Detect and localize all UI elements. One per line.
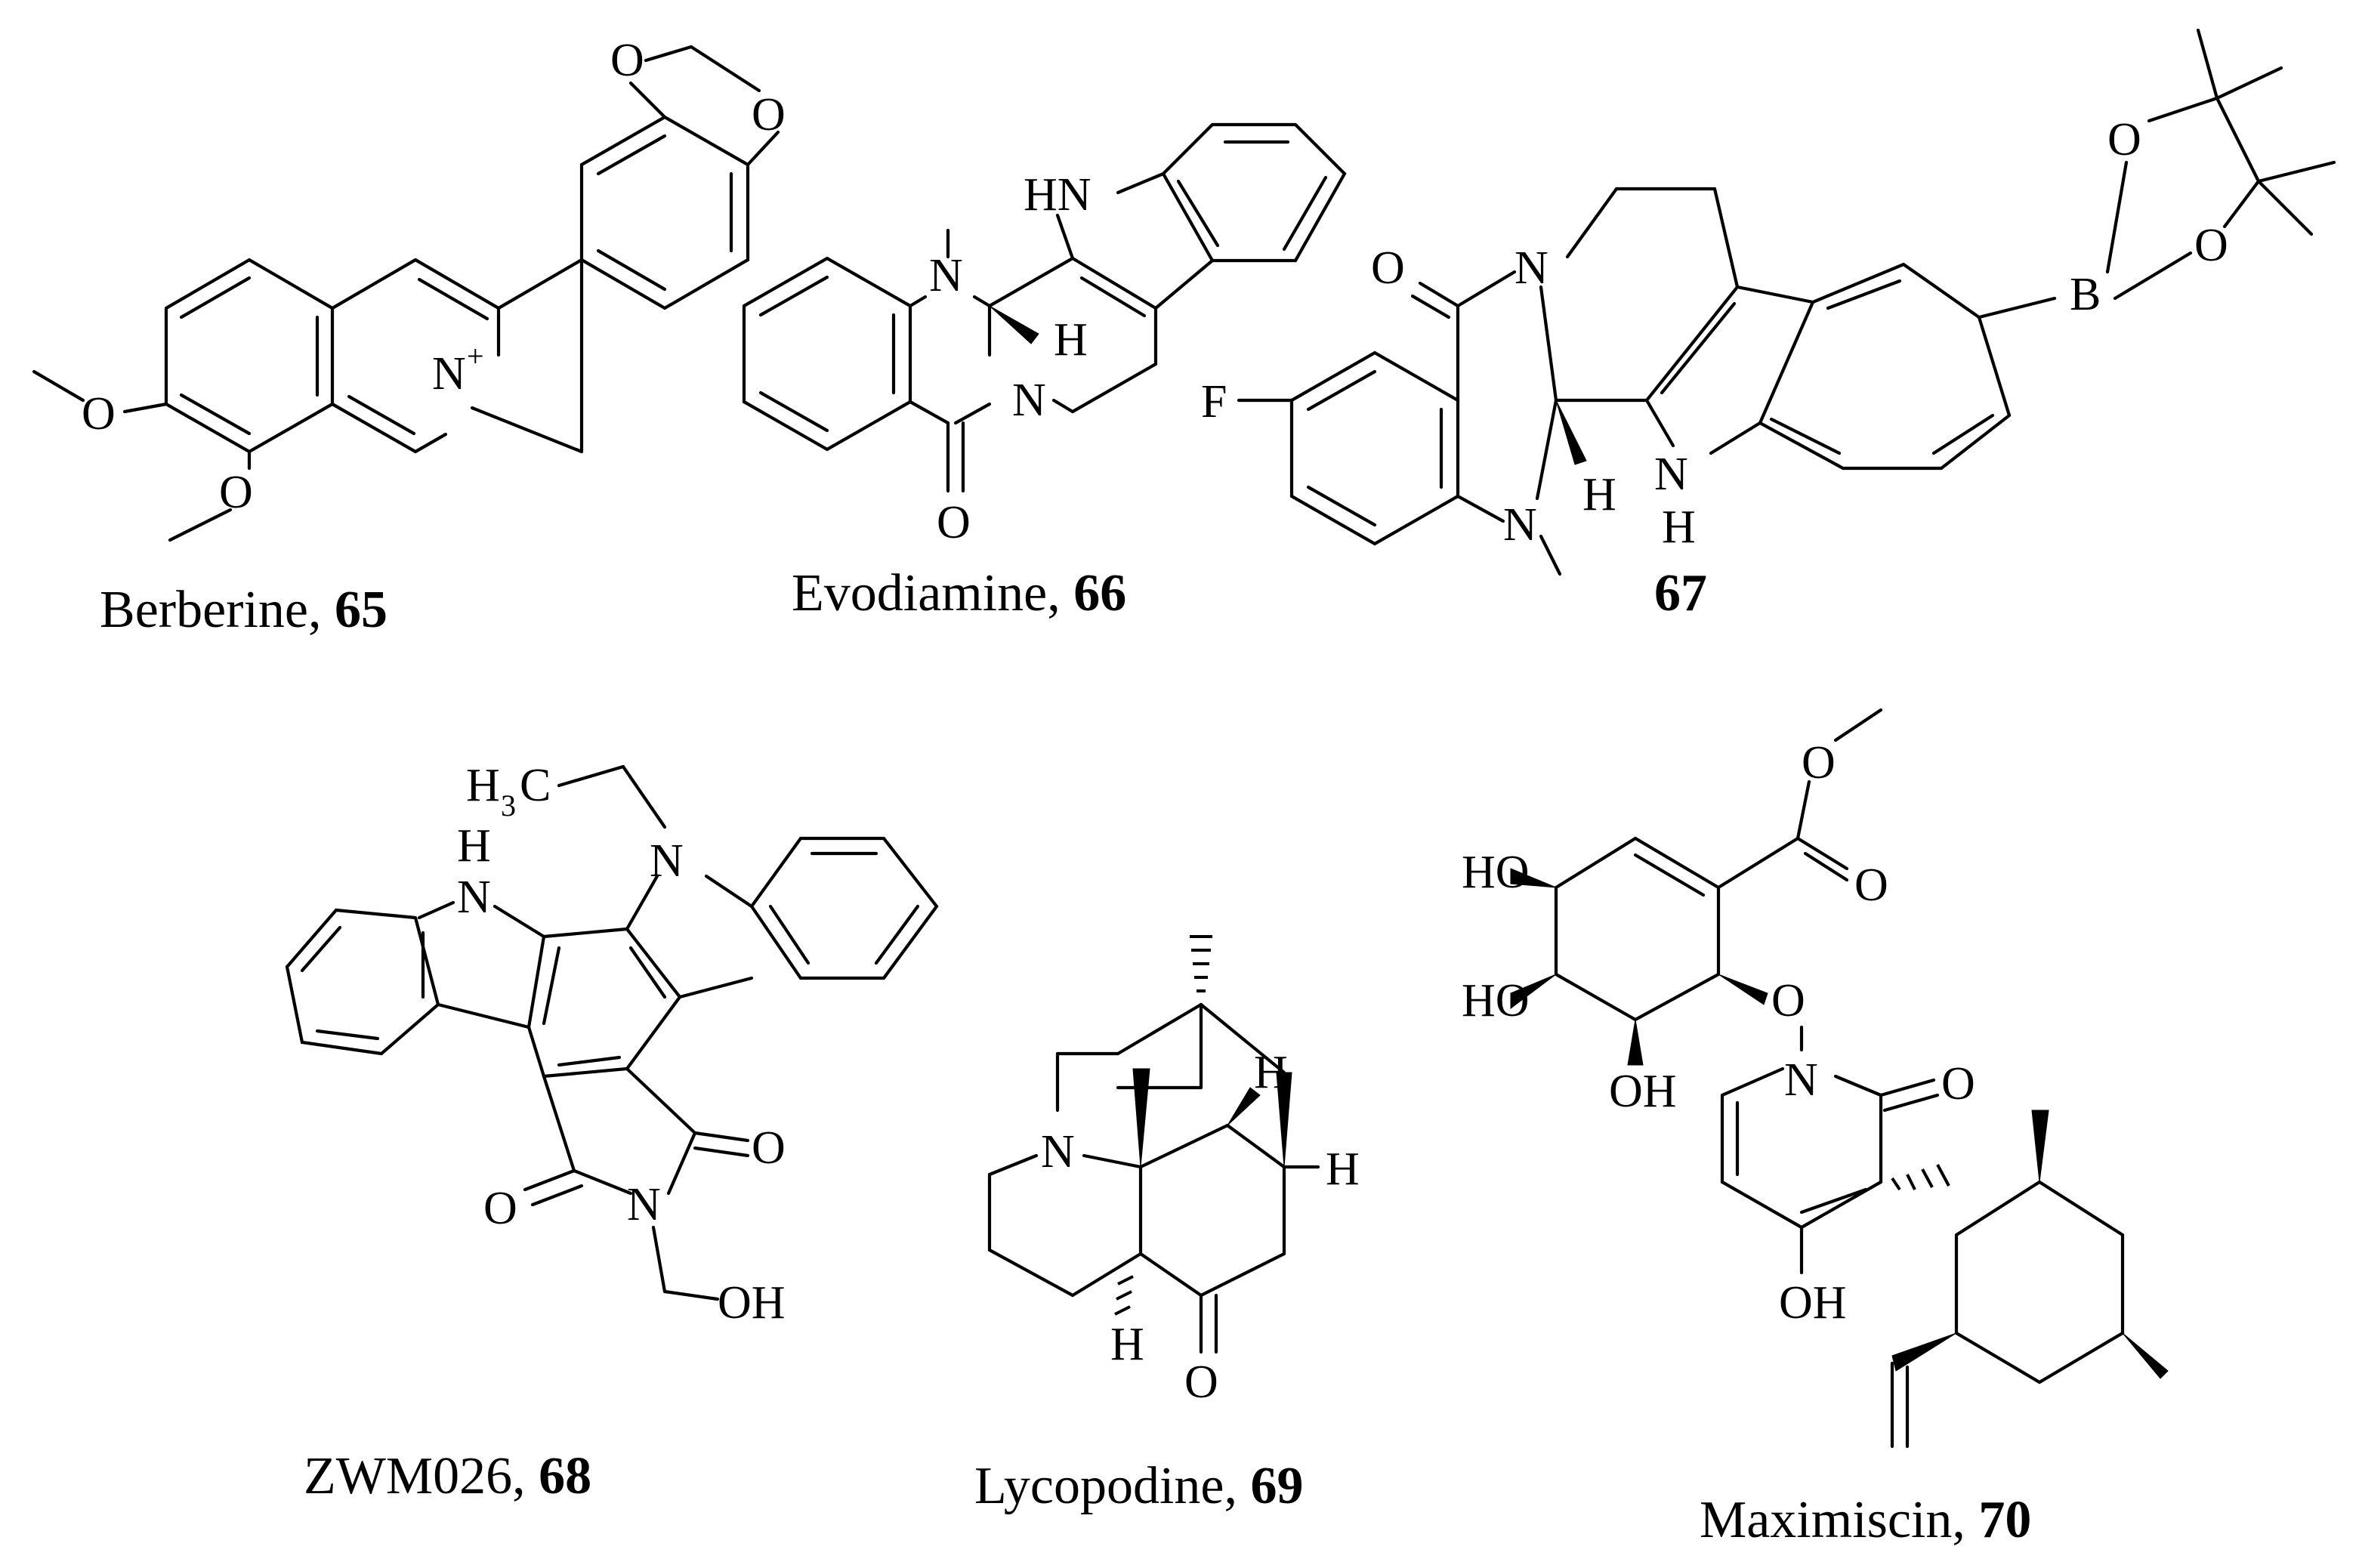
subscript-3: 3 [501, 789, 516, 823]
compound-number: 66 [1073, 564, 1126, 622]
zwm026-structure: H 3 C N H N O N [285, 760, 939, 1329]
atom-n: N [627, 1179, 661, 1230]
caption-berberine: Berberine, 65 [100, 581, 388, 639]
compound-name: Lycopodine, [974, 1457, 1250, 1515]
atom-o: O [483, 1183, 517, 1234]
atom-o: O [752, 89, 786, 140]
svg-text:Maximiscin, 70: Maximiscin, 70 [1700, 1491, 2031, 1549]
svg-text:Berberine, 65: Berberine, 65 [100, 581, 388, 639]
compound-name: Maximiscin, [1700, 1491, 1978, 1549]
atom-o: O [752, 1122, 786, 1174]
atom-o: O [937, 497, 971, 548]
compound-number: 65 [335, 581, 388, 639]
atom-o: O [1184, 1357, 1218, 1408]
caption-maximiscin: Maximiscin, 70 [1700, 1491, 2031, 1549]
atom-h: H [457, 820, 491, 872]
atom-n: N [432, 348, 466, 400]
atom-n: N [1503, 499, 1537, 551]
atom-c: C [520, 760, 551, 811]
atom-n: N [1784, 1054, 1818, 1106]
atom-h: H [1582, 469, 1616, 520]
evodiamine-structure: N O N H HN [742, 122, 1347, 548]
compound-number: 68 [539, 1447, 591, 1505]
atom-oh: OH [1609, 1066, 1677, 1117]
atom-ho: HO [1462, 847, 1530, 898]
atom-f: F [1201, 376, 1227, 427]
charge-plus: + [467, 339, 484, 373]
atom-o: O [2194, 220, 2228, 271]
atom-o: O [1854, 860, 1888, 911]
atom-n: N [457, 872, 491, 923]
svg-text:Evodiamine, 66: Evodiamine, 66 [792, 564, 1126, 622]
compound-67-structure: F O N N H N H B O [1201, 28, 2336, 576]
atom-o: O [1771, 975, 1805, 1026]
compound-name: Berberine, [100, 581, 335, 639]
berberine-structure: O O O O N + [32, 35, 786, 542]
atom-o: O [219, 467, 253, 518]
svg-text:Lycopodine, 69: Lycopodine, 69 [974, 1457, 1303, 1515]
caption-zwm026: ZWM026, 68 [304, 1447, 591, 1505]
caption-lycopodine: Lycopodine, 69 [974, 1457, 1303, 1515]
atom-n: N [1041, 1126, 1075, 1178]
atom-h: H [1326, 1144, 1360, 1195]
atom-b: B [2070, 269, 2101, 320]
atom-o: O [2107, 114, 2141, 165]
atom-n: N [1654, 449, 1688, 500]
atom-oh: OH [1779, 1277, 1847, 1329]
atom-h: H [1662, 502, 1696, 553]
compound-number: 67 [1654, 564, 1707, 622]
atom-o: O [82, 388, 116, 440]
atom-o: O [610, 35, 644, 86]
atom-n: N [1012, 375, 1046, 426]
atom-o: O [1941, 1058, 1975, 1110]
compound-number: 70 [1978, 1491, 2031, 1549]
svg-text:ZWM026, 68: ZWM026, 68 [304, 1447, 591, 1505]
atom-h: H [1254, 1047, 1288, 1098]
compound-name: Evodiamine, [792, 564, 1073, 622]
lycopodine-structure: N H H O H [987, 935, 1360, 1408]
maximiscin-structure: O O HO HO OH O N O OH [1462, 708, 2169, 1449]
caption-evodiamine: Evodiamine, 66 [792, 564, 1126, 622]
atom-o: O [1371, 242, 1405, 294]
atom-oh: OH [718, 1277, 786, 1329]
atom-h: H [1110, 1319, 1144, 1370]
atom-ho: HO [1462, 975, 1530, 1026]
compound-number: 69 [1250, 1457, 1303, 1515]
atom-n: N [1515, 242, 1548, 294]
atom-h: H [466, 760, 500, 811]
compound-name: ZWM026, [304, 1447, 539, 1505]
atom-h: H [1054, 314, 1088, 366]
caption-67: 67 [1654, 564, 1707, 622]
atom-o: O [1802, 737, 1836, 789]
atom-hn: HN [1024, 169, 1092, 221]
atom-n: N [929, 250, 963, 301]
